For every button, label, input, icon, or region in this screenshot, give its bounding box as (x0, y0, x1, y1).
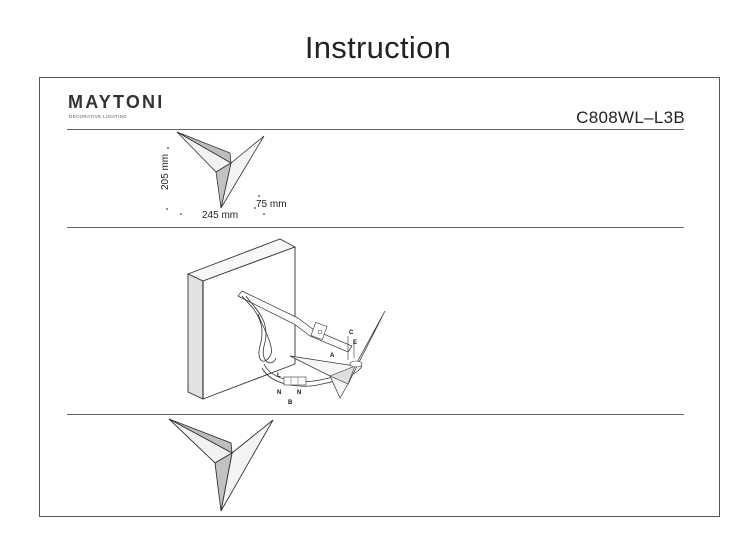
label-l: L (277, 373, 281, 379)
instruction-sheet: MAYTONI DECORATIVE LIGHTING C808WL–L3B (39, 77, 720, 517)
section-divider (67, 227, 684, 228)
section-divider (67, 129, 684, 130)
width-dimension: 245 mm (202, 210, 239, 221)
dimension-drawing (166, 131, 265, 215)
label-a: A (330, 353, 335, 359)
depth-dimension: 75 mm (256, 199, 287, 210)
model-number: C808WL–L3B (576, 108, 685, 127)
brand-tagline: DECORATIVE LIGHTING (69, 114, 128, 119)
section-divider (67, 414, 684, 415)
label-n: N (277, 390, 281, 396)
label-b: B (288, 400, 293, 406)
product-view (168, 418, 274, 512)
label-c: C (349, 330, 354, 336)
label-n2: N (297, 390, 301, 396)
brand-name: MAYTONI (68, 92, 165, 112)
terminal-block (283, 376, 307, 386)
height-dimension: 205 mm (160, 153, 171, 190)
page-title: Instruction (304, 30, 452, 65)
label-e: E (353, 340, 357, 346)
brand-logo: MAYTONI DECORATIVE LIGHTING (68, 93, 164, 119)
installation-diagram: A B C E L N N (186, 238, 386, 406)
